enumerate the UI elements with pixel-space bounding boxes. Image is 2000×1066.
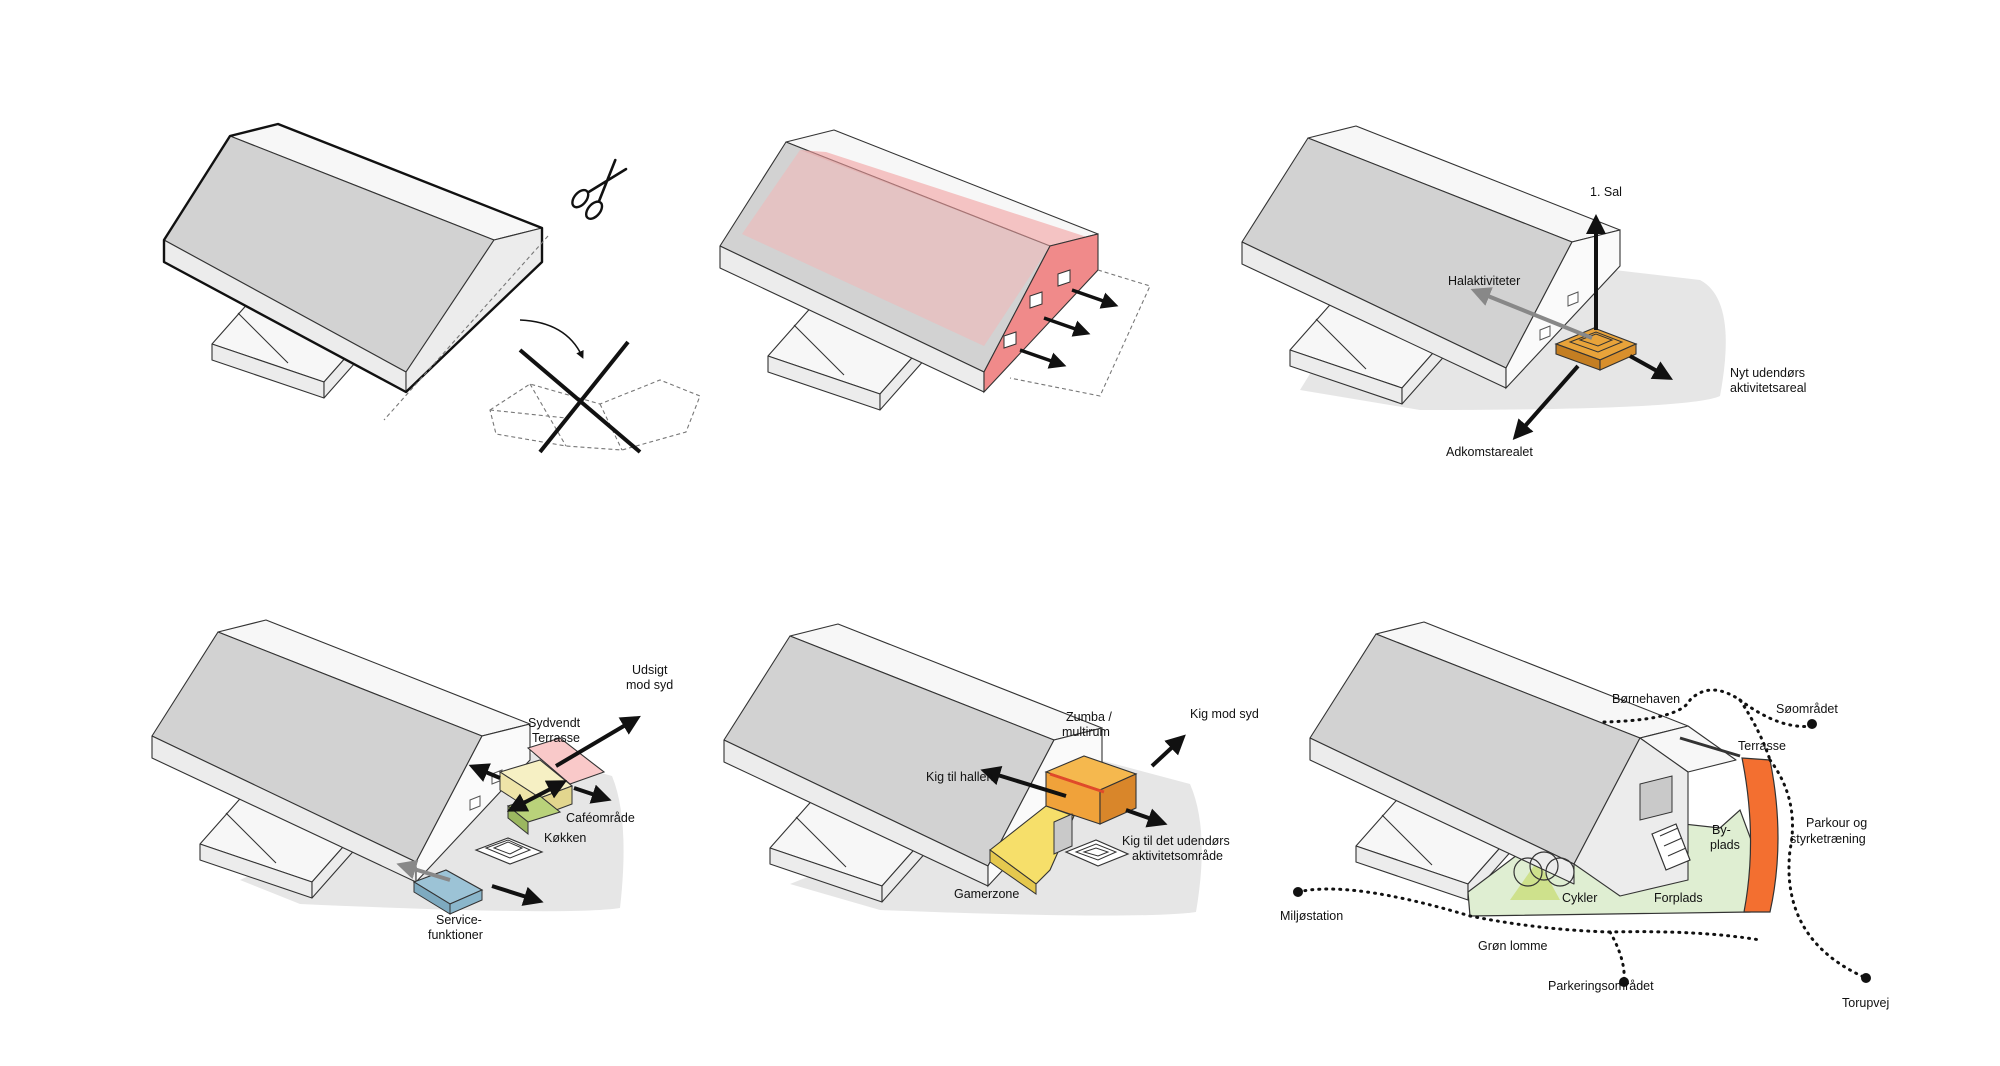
stair-block bbox=[1064, 839, 1130, 867]
panel-step-1-cut bbox=[162, 122, 701, 454]
label-environment-station: Miljøstation bbox=[1280, 909, 1343, 923]
label-view-hall: Kig til hallen bbox=[926, 770, 993, 784]
label-outdoor-area-2: aktivitetsareal bbox=[1730, 381, 1806, 395]
cross-out-icon bbox=[518, 340, 642, 454]
parkour-area bbox=[1741, 757, 1779, 913]
main-hall-building bbox=[151, 619, 531, 884]
scissors-icon bbox=[571, 158, 628, 220]
label-kitchen: Køkken bbox=[544, 831, 586, 845]
label-lake-area: Søområdet bbox=[1776, 702, 1838, 716]
label-access-area: Adkomstarealet bbox=[1446, 445, 1533, 459]
main-hall-building bbox=[1241, 125, 1621, 390]
curved-arrow-icon bbox=[519, 319, 584, 359]
panel-step-6-site: Børnehaven Søområdet Terrasse By- plads … bbox=[1280, 621, 1889, 1010]
label-zumba-2: multirum bbox=[1062, 725, 1110, 739]
label-green-pocket: Grøn lomme bbox=[1478, 939, 1548, 953]
bicycle-icon bbox=[1513, 851, 1575, 887]
main-hall-building bbox=[1309, 621, 1741, 897]
label-kindergarten: Børnehaven bbox=[1612, 692, 1680, 706]
stair-block bbox=[474, 837, 544, 865]
label-parkour-1: Parkour og bbox=[1806, 816, 1867, 830]
label-parking-area: Parkeringsområdet bbox=[1548, 979, 1654, 993]
label-hall-activities: Halaktiviteter bbox=[1448, 274, 1520, 288]
direction-arrows bbox=[1019, 288, 1119, 369]
panel-step-2-opening bbox=[719, 129, 1151, 411]
route-lake bbox=[1738, 698, 1814, 728]
panel-step-5-zumba: Zumba / multirum Kig mod syd Kig til hal… bbox=[723, 623, 1259, 916]
cut-line bbox=[383, 235, 549, 421]
label-view-south-1: Udsigt bbox=[632, 663, 668, 677]
label-south-terrace-2: Terrasse bbox=[532, 731, 580, 745]
label-view-south: Kig mod syd bbox=[1190, 707, 1259, 721]
label-view-outdoor-1: Kig til det udendørs bbox=[1122, 834, 1230, 848]
stair-block bbox=[1554, 327, 1638, 371]
extension-outline bbox=[1009, 269, 1151, 397]
label-forplads: Forplads bbox=[1654, 891, 1703, 905]
label-outdoor-area-1: Nyt udendørs bbox=[1730, 366, 1805, 380]
panel-step-3-activity: 1. Sal Halaktiviteter Nyt udendørs aktiv… bbox=[1241, 125, 1806, 459]
main-hall-building bbox=[162, 122, 544, 394]
main-hall-building bbox=[719, 129, 1099, 394]
label-service-2: funktioner bbox=[428, 928, 483, 942]
panel-step-4-cafe: Udsigt mod syd Sydvendt Terrasse Caféomr… bbox=[151, 619, 673, 942]
label-view-outdoor-2: aktivitetsområde bbox=[1132, 849, 1223, 863]
label-zumba-1: Zumba / bbox=[1066, 710, 1112, 724]
route-miljostation bbox=[1296, 887, 1762, 942]
label-cafe-area: Caféområde bbox=[566, 811, 635, 825]
label-service-1: Service- bbox=[436, 913, 482, 927]
wing-building bbox=[1355, 793, 1515, 901]
route-parking bbox=[1608, 930, 1626, 984]
label-bicycles: Cykler bbox=[1562, 891, 1597, 905]
label-view-south-2: mod syd bbox=[626, 678, 673, 692]
stair-block bbox=[1651, 823, 1691, 871]
label-first-floor: 1. Sal bbox=[1590, 185, 1622, 199]
label-parkour-2: styrketræning bbox=[1790, 832, 1866, 846]
label-torupvej: Torupvej bbox=[1842, 996, 1889, 1010]
route-kindergarten bbox=[1602, 688, 1772, 762]
route-torupvej bbox=[1768, 758, 1868, 980]
label-gamerzone: Gamerzone bbox=[954, 887, 1019, 901]
label-terrace: Terrasse bbox=[1738, 739, 1786, 753]
label-byplads-1: By- bbox=[1712, 823, 1731, 837]
removed-end-ghost bbox=[489, 379, 701, 451]
label-byplads-2: plads bbox=[1710, 838, 1740, 852]
label-south-terrace-1: Sydvendt bbox=[528, 716, 581, 730]
